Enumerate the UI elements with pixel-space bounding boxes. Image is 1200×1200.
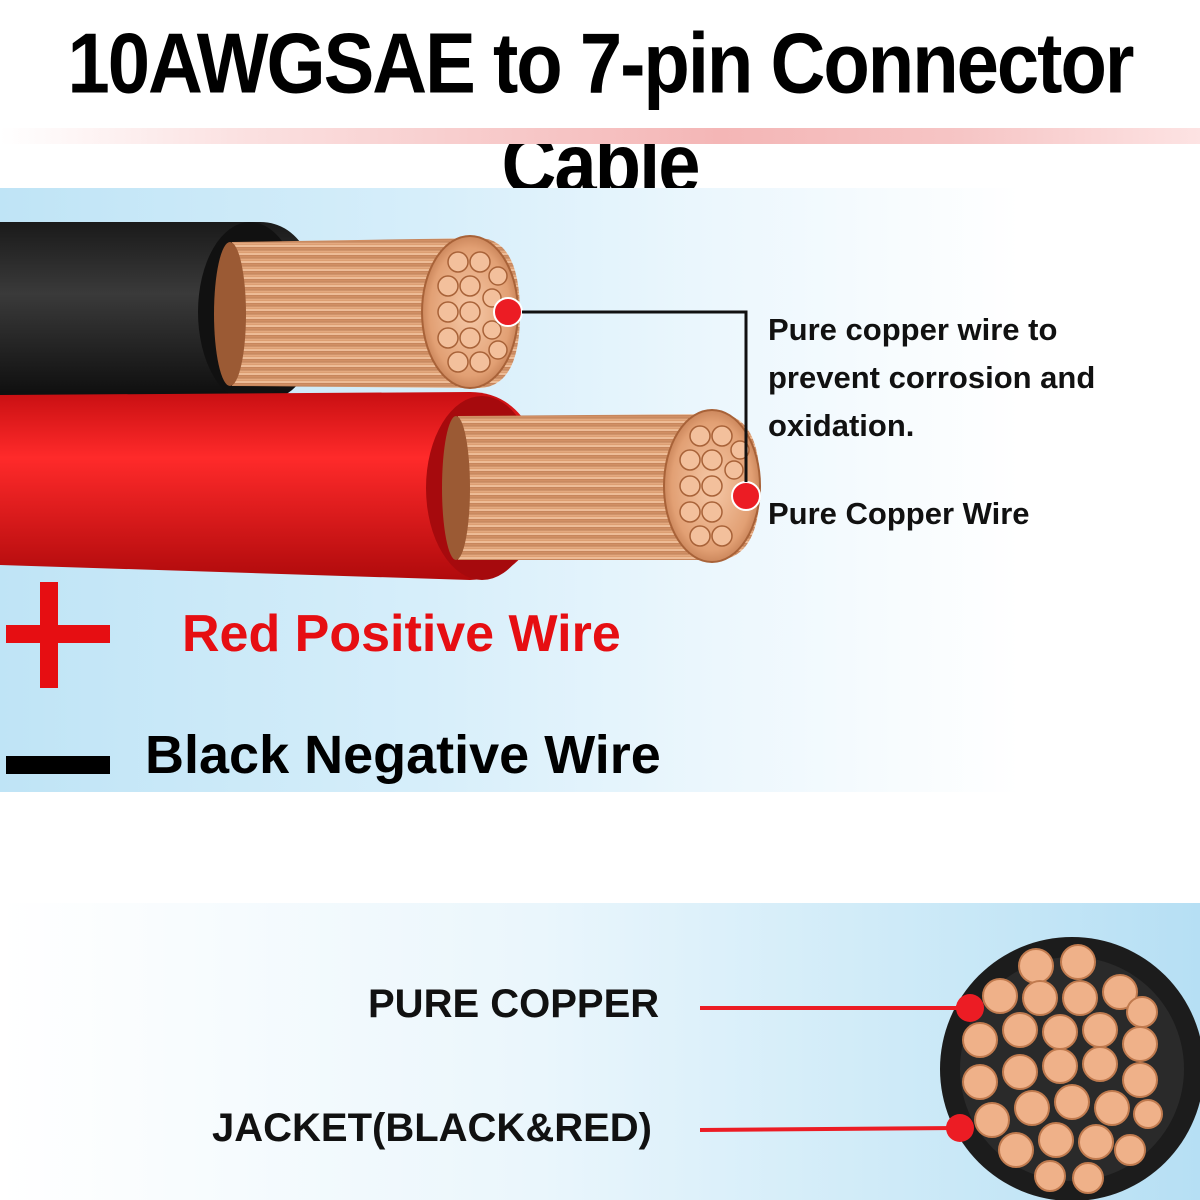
callout-line (522, 310, 748, 482)
plus-icon-vertical (40, 582, 58, 688)
pure-copper-callout: PURE COPPER (368, 982, 660, 1026)
title-underline-band (0, 128, 1200, 144)
red-cable (0, 392, 761, 580)
minus-icon (6, 756, 110, 774)
red-positive-label: Red Positive Wire (182, 605, 621, 663)
plus-icon (6, 625, 110, 643)
black-negative-label: Black Negative Wire (145, 725, 661, 785)
black-cable (0, 222, 523, 402)
copper-description: Pure copper wire to prevent corrosion an… (768, 312, 1096, 443)
jacket-callout: JACKET(BLACK&RED) (212, 1106, 652, 1150)
cable-cross-section (699, 937, 1200, 1200)
pure-copper-wire-label: Pure Copper Wire (768, 496, 1030, 531)
